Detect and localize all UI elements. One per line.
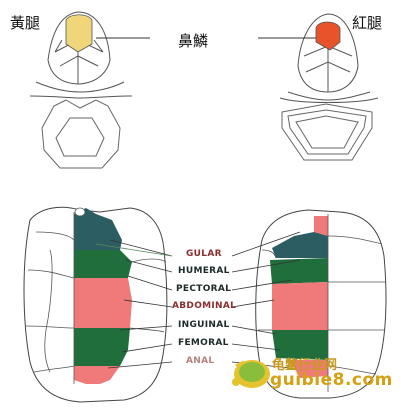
scute-label-femoral: FEMORAL <box>178 338 229 348</box>
center-label-nasal-scute: 鼻鱗 <box>178 32 209 50</box>
right-nasal-scute-red <box>315 21 341 51</box>
turtle-logo-icon <box>232 360 270 388</box>
left-gular-teal <box>74 208 122 250</box>
scute-label-humeral: HUMERAL <box>178 266 230 276</box>
left-humeral-green <box>74 250 132 278</box>
right-anal-pink <box>290 360 328 378</box>
scute-label-gular: GULAR <box>186 249 222 259</box>
left-anal-pink <box>74 366 120 384</box>
left-pectoral-abdominal-pink <box>74 278 132 328</box>
scute-label-anal: ANAL <box>186 356 215 366</box>
scute-label-inguinal: INGUINAL <box>178 320 230 330</box>
left-nasal-scute-yellow <box>65 14 93 53</box>
right-humeral-green <box>270 258 328 284</box>
right-abdominal-pink <box>272 282 328 330</box>
right-gular-teal <box>272 232 328 258</box>
left-title-yellow-leg: 黃腿 <box>10 14 41 32</box>
left-femoral-green <box>74 328 130 366</box>
right-plastron-outline-top <box>281 103 373 161</box>
watermark-cn-text: 龟鳖行业网 <box>272 358 338 373</box>
right-title-red-leg: 紅腿 <box>352 14 383 32</box>
watermark-domain-text: guibie8.com <box>270 370 393 390</box>
left-shell <box>23 206 168 403</box>
scute-label-pectoral: PECTORAL <box>176 284 232 294</box>
scute-label-abdominal: ABDOMINAL <box>172 301 237 311</box>
left-plastron-outline-top <box>41 99 121 169</box>
right-shell <box>255 209 387 399</box>
right-femoral-green <box>272 330 328 360</box>
right-gular-pink <box>314 216 328 236</box>
